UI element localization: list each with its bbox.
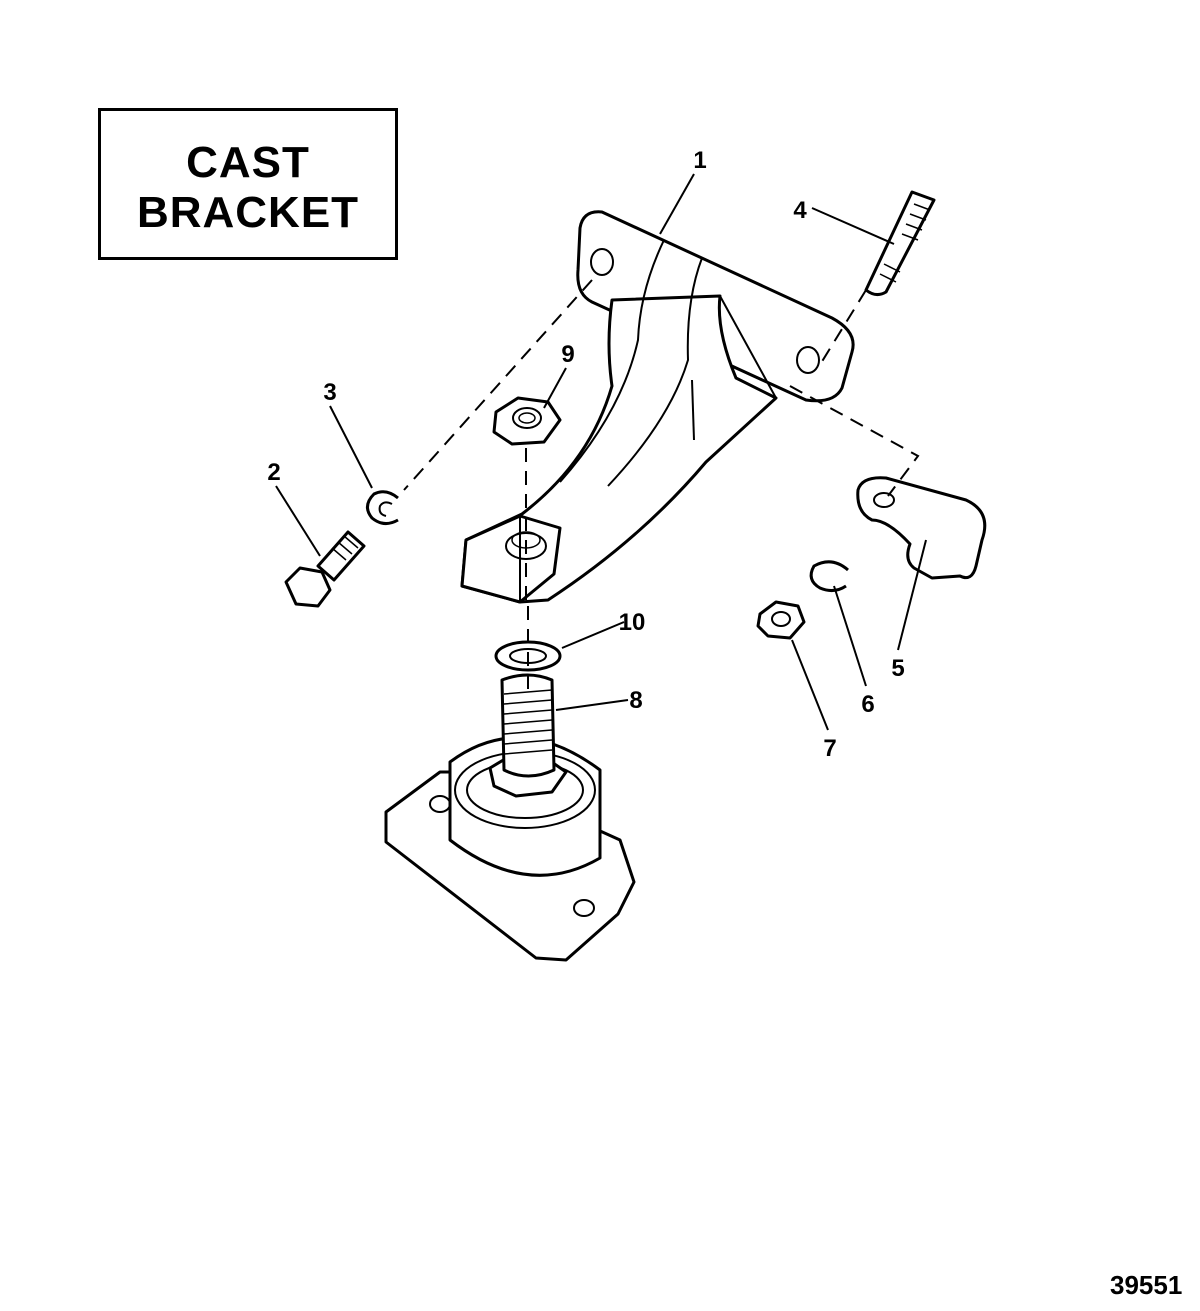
part-label-6: 6 <box>861 691 874 718</box>
title-line-1: CAST <box>186 138 310 187</box>
lock-washer-part <box>366 490 399 525</box>
assembly-lines <box>403 279 920 690</box>
part-label-5: 5 <box>891 655 904 682</box>
part-label-7: 7 <box>823 735 836 762</box>
part-label-9: 9 <box>561 341 574 368</box>
part-label-3: 3 <box>323 379 336 406</box>
title-line-2: BRACKET <box>136 188 360 237</box>
part-label-2: 2 <box>267 459 280 486</box>
small-nut-part <box>756 600 806 640</box>
part-label-1: 1 <box>693 147 706 174</box>
part-labels: 1 2 3 4 5 6 7 8 9 10 <box>267 147 904 762</box>
clamp-part <box>856 476 987 580</box>
part-label-10: 10 <box>619 609 646 636</box>
stud-part <box>864 190 936 297</box>
hex-bolt-part <box>284 530 366 608</box>
figure-number: 39551 <box>1110 1270 1183 1300</box>
title-box: CAST BRACKET <box>98 108 398 260</box>
leader-lines <box>275 173 927 731</box>
part-label-8: 8 <box>629 687 642 714</box>
hex-nut-part <box>492 396 562 446</box>
part-label-4: 4 <box>793 197 807 224</box>
lock-washer-small-part <box>809 560 849 593</box>
engine-mount-part <box>384 673 636 962</box>
cast-bracket-part <box>460 210 855 604</box>
